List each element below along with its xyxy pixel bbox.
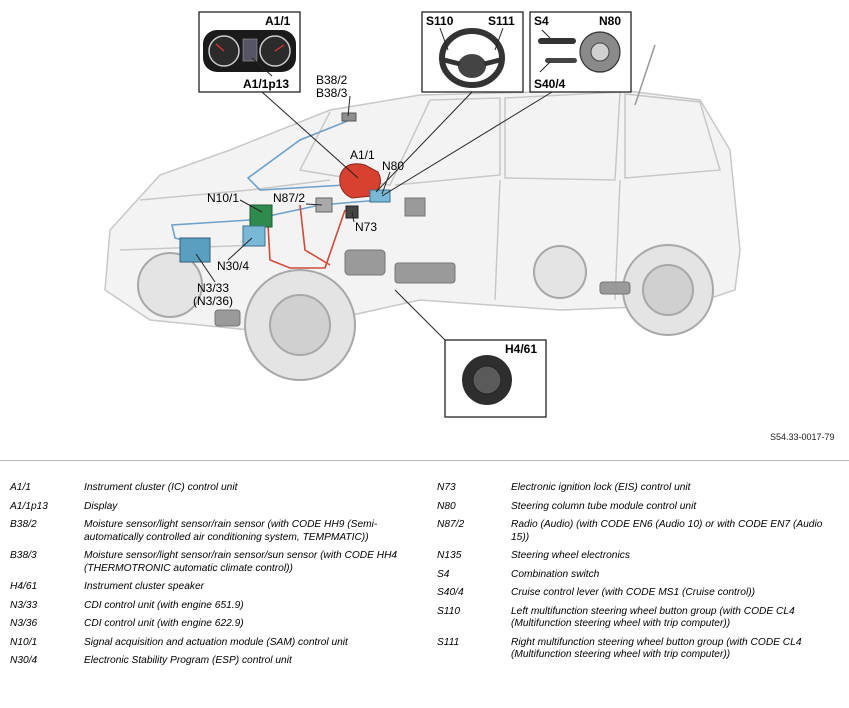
legend-row: N87/2 Radio (Audio) (with CODE EN6 (Audi… <box>437 519 842 544</box>
legend-row: N30/4 Electronic Stability Program (ESP)… <box>10 655 420 668</box>
legend-row: B38/3 Moisture sensor/light sensor/rain … <box>10 550 420 575</box>
callout-label-s4: S4 <box>534 14 549 28</box>
steering-wheel-spoke <box>483 57 501 67</box>
wheels <box>137 244 714 381</box>
legend-code: A1/1p13 <box>10 500 48 512</box>
legend-row: N10/1 Signal acquisition and actuation m… <box>10 637 420 650</box>
legend-desc: Steering column tube module control unit <box>511 500 697 512</box>
legend-desc: Electronic Stability Program (ESP) contr… <box>84 655 292 666</box>
steering-wheel-spoke <box>443 57 461 67</box>
rain-sensor-component <box>341 112 357 122</box>
callout-label-s111: S111 <box>488 14 515 28</box>
legend-code: N3/36 <box>10 618 38 629</box>
callout-box-speaker: H4/61 <box>444 339 547 418</box>
label-n872: N87/2 <box>273 191 305 205</box>
legend-code: N80 <box>437 500 456 512</box>
callout-label-a11: A1/1 <box>265 14 291 28</box>
callout-label-s110: S110 <box>426 14 454 28</box>
label-n101: N10/1 <box>207 191 239 205</box>
legend-desc: Left multifunction steering wheel button… <box>511 605 795 630</box>
legend-row: S110 Left multifunction steering wheel b… <box>437 606 842 631</box>
legend-row: N3/36 CDI control unit (with engine 622.… <box>10 618 420 631</box>
legend-code: N3/33 <box>10 599 38 611</box>
gauge-needle <box>274 44 285 52</box>
vehicle-component-diagram: A1/1 A1/1p13 S110 S111 S4 N80 S40/4 H4/6… <box>104 11 741 418</box>
legend-code: H4/61 <box>10 581 38 592</box>
callout-label-h461: H4/61 <box>505 342 537 356</box>
steering-wheel-hub <box>458 54 486 78</box>
legend-code: N135 <box>437 550 462 561</box>
chassis-parts <box>214 197 631 327</box>
legend-row: N3/33 CDI control unit (with engine 651.… <box>10 600 420 613</box>
legend-code: N87/2 <box>437 519 465 530</box>
label-b382: B38/2 <box>316 73 348 87</box>
legend-row: S4 Combination switch <box>437 569 842 582</box>
legend-code: S40/4 <box>437 587 464 598</box>
cluster-display <box>242 38 258 62</box>
label-n73: N73 <box>355 220 377 234</box>
legend-desc: Signal acquisition and actuation module … <box>84 636 348 648</box>
legend-code: N73 <box>437 482 456 493</box>
legend-desc: Right multifunction steering wheel butto… <box>511 636 802 661</box>
steering-column-module-component <box>369 189 391 203</box>
label-b383: B38/3 <box>316 86 348 100</box>
legend-desc: Instrument cluster (IC) control unit <box>84 482 238 493</box>
legend-row: N135 Steering wheel electronics <box>437 550 842 563</box>
instrument-cluster-component <box>339 163 381 199</box>
legend-code: S111 <box>437 636 460 648</box>
callout-box-steering-wheel: S110 S111 <box>421 11 524 93</box>
legend-desc: Moisture sensor/light sensor/rain sensor… <box>84 519 378 543</box>
legend-desc: Electronic ignition lock (EIS) control u… <box>511 482 691 493</box>
column-module-center <box>590 42 610 62</box>
legend-row: N73 Electronic ignition lock (EIS) contr… <box>437 482 842 495</box>
steering-wheel-image <box>439 28 505 88</box>
antenna <box>634 44 656 106</box>
legend-desc: CDI control unit (with engine 622.9) <box>84 618 244 629</box>
legend-desc: Moisture sensor/light sensor/rain sensor… <box>84 550 398 574</box>
cdi-control-unit-component <box>179 237 211 263</box>
legend-right-column: N73 Electronic ignition lock (EIS) contr… <box>437 482 842 662</box>
gauge-needle <box>215 43 225 52</box>
callout-box-instrument-cluster: A1/1 A1/1p13 <box>198 11 301 93</box>
legend-code: B38/2 <box>10 519 37 530</box>
callout-box-combination-switch: S4 N80 S40/4 <box>529 11 632 93</box>
legend-row: S111 Right multifunction steering wheel … <box>437 637 842 662</box>
callout-label-a11p13: A1/1p13 <box>243 77 289 91</box>
speaker-cone <box>472 365 502 395</box>
callout-label-n80-box: N80 <box>599 14 621 28</box>
legend-desc: CDI control unit (with engine 651.9) <box>84 599 244 611</box>
callout-label-s404: S40/4 <box>534 77 566 91</box>
cruise-control-lever <box>545 58 577 63</box>
label-n333: N3/33 <box>197 281 229 295</box>
legend-desc: Steering wheel electronics <box>511 550 630 561</box>
label-n304: N30/4 <box>217 259 249 273</box>
legend-row: B38/2 Moisture sensor/light sensor/rain … <box>10 519 420 544</box>
legend-row: A1/1p13 Display <box>10 501 420 514</box>
legend-code: S110 <box>437 605 461 617</box>
label-n336: (N3/36) <box>193 294 233 308</box>
sam-control-unit-component <box>249 204 273 228</box>
label-a11-car: A1/1 <box>350 148 375 162</box>
legend-desc: Instrument cluster speaker <box>84 581 205 592</box>
combination-switch-lever <box>538 38 576 44</box>
label-n80-car: N80 <box>382 159 404 173</box>
legend-code: S4 <box>437 568 450 580</box>
legend-row: H4/61 Instrument cluster speaker <box>10 581 420 594</box>
figure-reference: S54.33-0017-79 <box>770 432 835 442</box>
legend-left-column: A1/1 Instrument cluster (IC) control uni… <box>10 482 420 668</box>
legend-code: N30/4 <box>10 655 38 666</box>
legend-code: B38/3 <box>10 550 37 561</box>
legend-row: A1/1 Instrument cluster (IC) control uni… <box>10 482 420 495</box>
leader-lines <box>195 91 553 341</box>
legend-code: A1/1 <box>10 482 31 493</box>
legend-desc: Combination switch <box>511 568 600 580</box>
legend-code: N10/1 <box>10 636 38 648</box>
legend-row: S40/4 Cruise control lever (with CODE MS… <box>437 587 842 600</box>
legend-desc: Radio (Audio) (with CODE EN6 (Audio 10) … <box>511 519 823 543</box>
divider <box>0 460 849 461</box>
legend-desc: Display <box>84 500 118 512</box>
legend-row: N80 Steering column tube module control … <box>437 501 842 514</box>
legend-desc: Cruise control lever (with CODE MS1 (Cru… <box>511 587 755 598</box>
